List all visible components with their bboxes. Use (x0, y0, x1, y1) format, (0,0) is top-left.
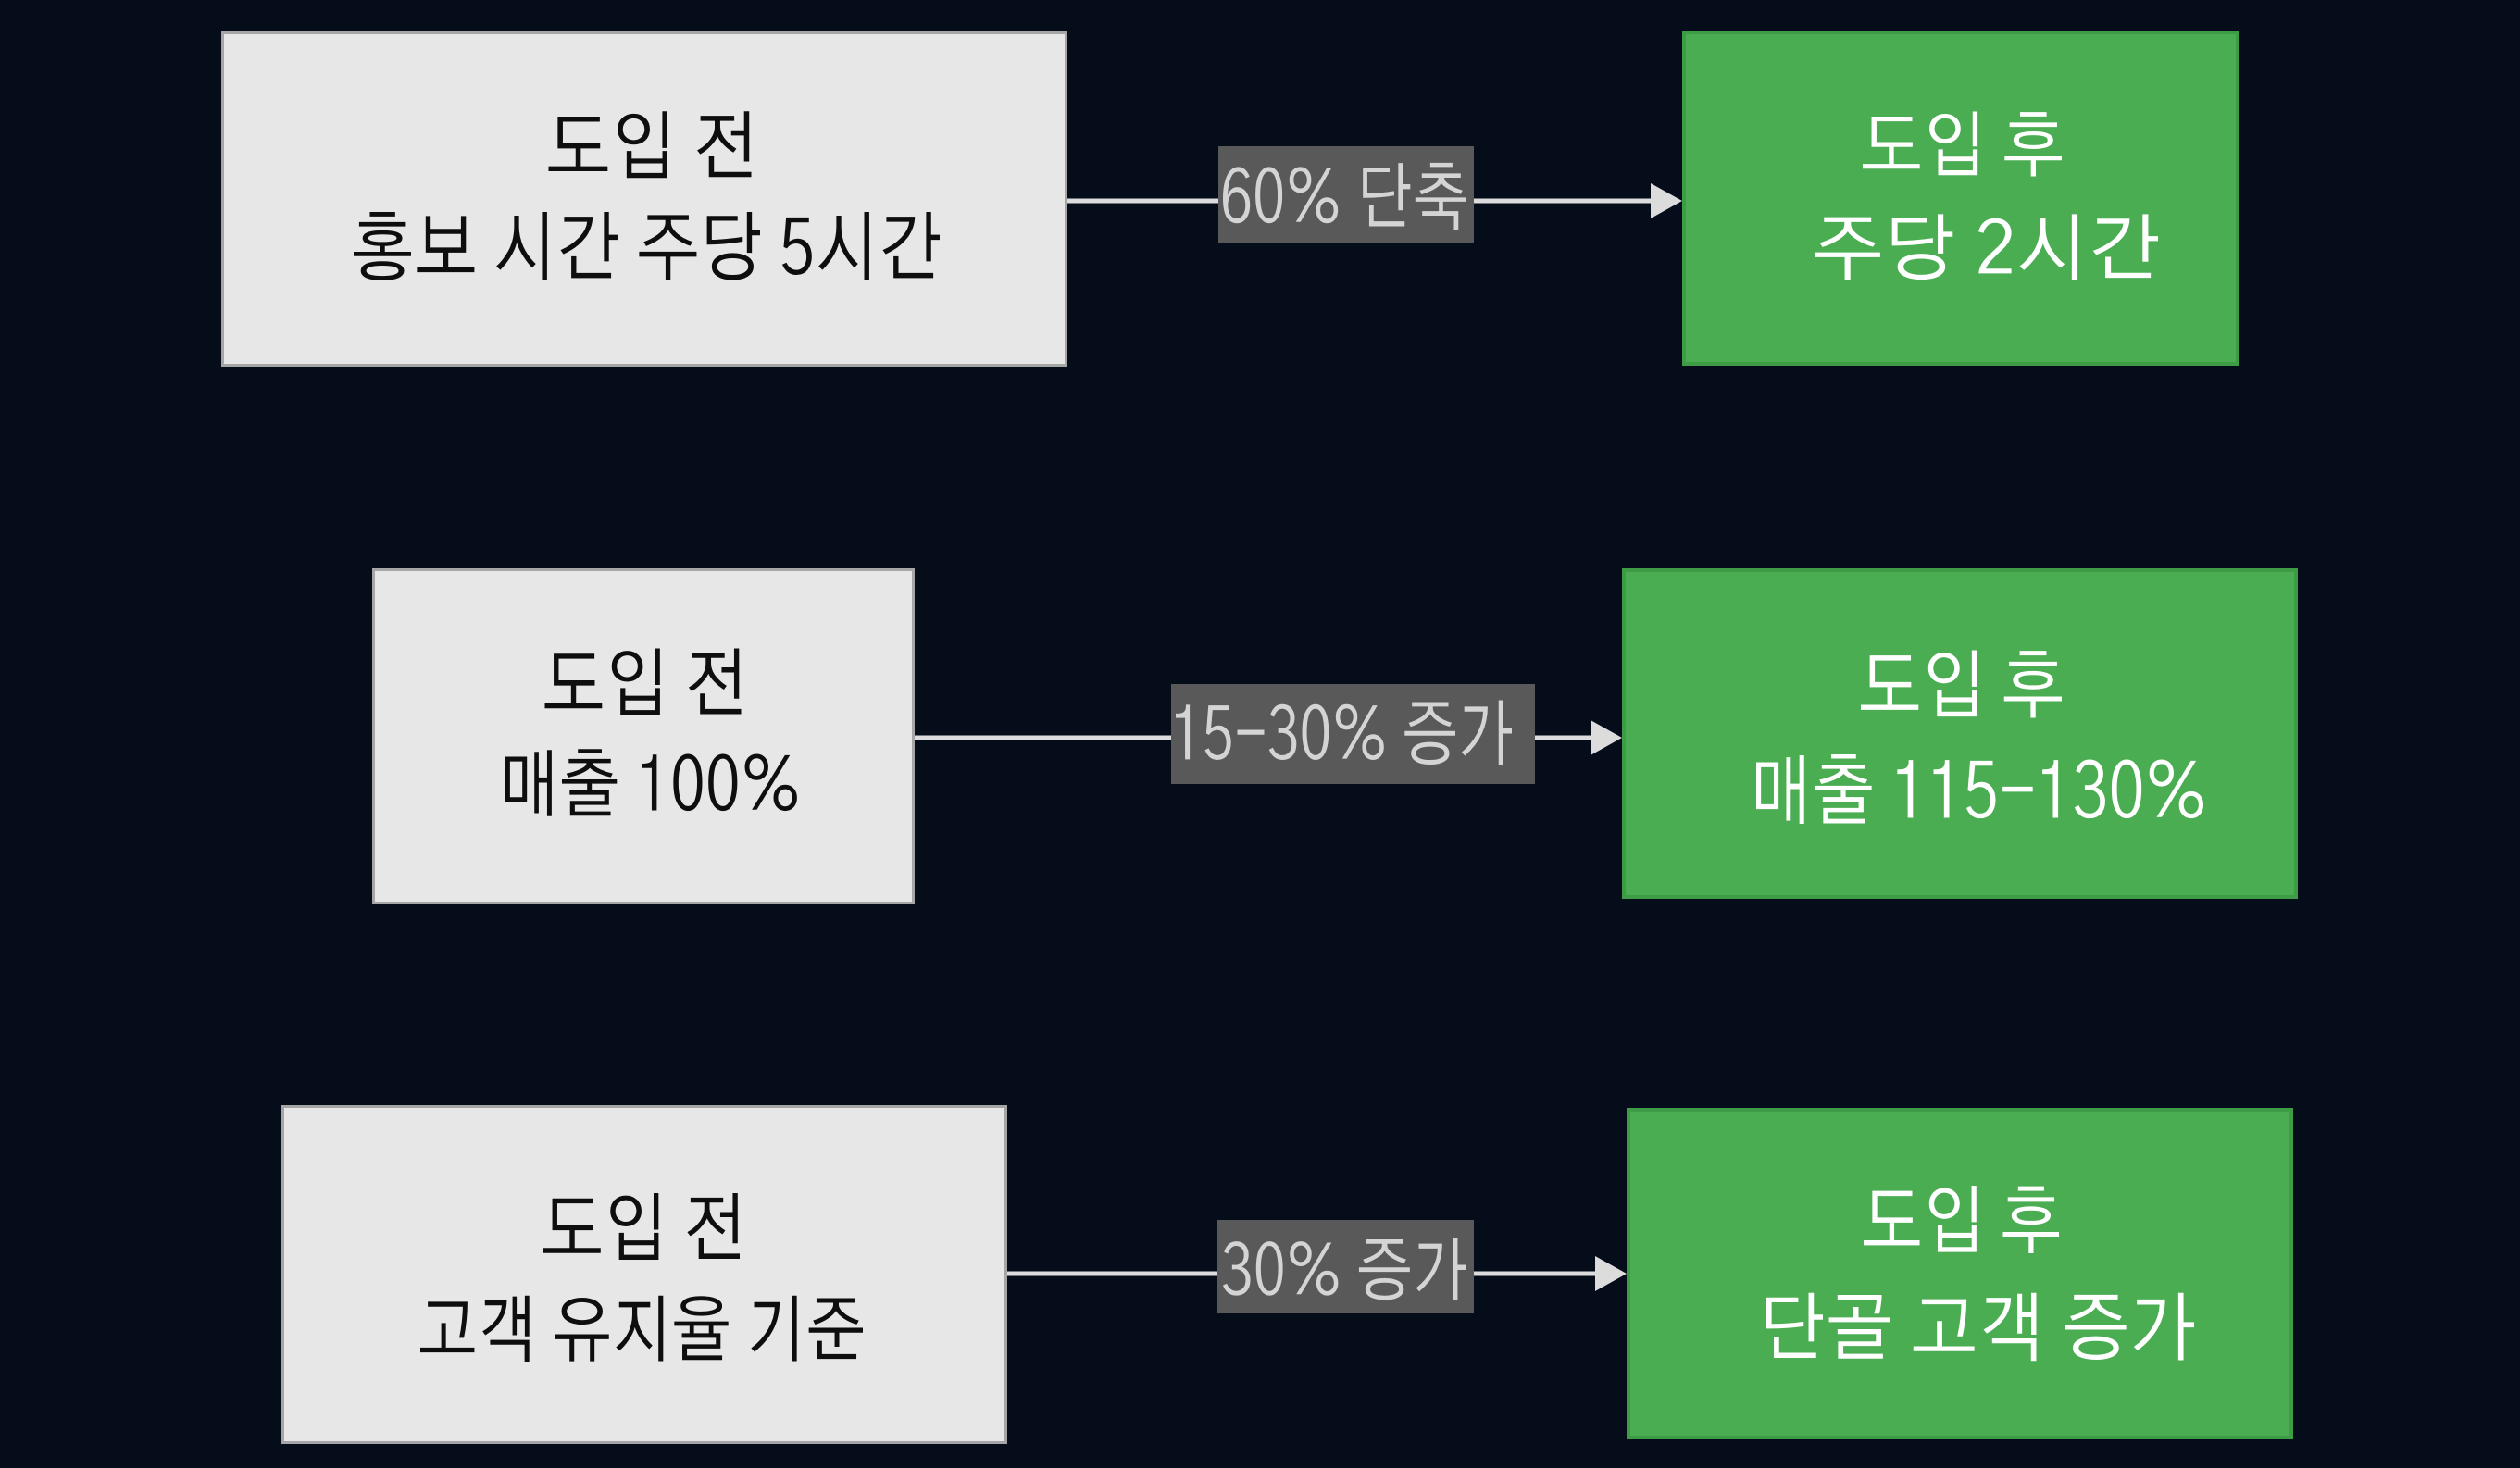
text-row2-before-line2 (505, 749, 797, 816)
arrow-head-row1 (1651, 183, 1682, 218)
text-row1-label (1223, 162, 1466, 230)
text-row2-after-line2 (1756, 754, 2203, 824)
text-row2-before-line1 (544, 648, 742, 715)
text-row1-after-line2 (1815, 214, 2158, 280)
after-box-row3: 도입 후단골 고객 증가 (1627, 1108, 2293, 1439)
before-box-row3: 도입 전고객 유지율 기준 (281, 1105, 1007, 1444)
text-row3-label (1223, 1238, 1466, 1300)
arrow-label-row2: 15-30% 증가 (1171, 684, 1535, 784)
before-box-row1: 도입 전홍보 시간 주당 5시간 (221, 31, 1067, 367)
text-row3-after-line2 (1766, 1292, 2194, 1362)
before-box-row2: 도입 전매출 100% (372, 568, 915, 904)
text-row3-before-line2 (420, 1295, 863, 1362)
text-row1-before-line1 (548, 111, 752, 179)
text-row2-label (1176, 700, 1512, 765)
text-row1-before-line2 (354, 212, 941, 280)
text-row3-after-line1 (1864, 1186, 2059, 1253)
after-box-row2: 도입 후매출 115-130% (1622, 568, 2298, 899)
text-row2-after-line1 (1861, 650, 2062, 718)
text-row1-after-line1 (1863, 111, 2062, 177)
arrow-head-row3 (1595, 1256, 1627, 1291)
after-box-row1: 도입 후주당 2시간 (1682, 31, 2239, 366)
arrow-label-row1: 60% 단축 (1218, 146, 1474, 243)
arrow-head-row2 (1591, 720, 1622, 755)
text-row3-before-line1 (543, 1193, 741, 1260)
